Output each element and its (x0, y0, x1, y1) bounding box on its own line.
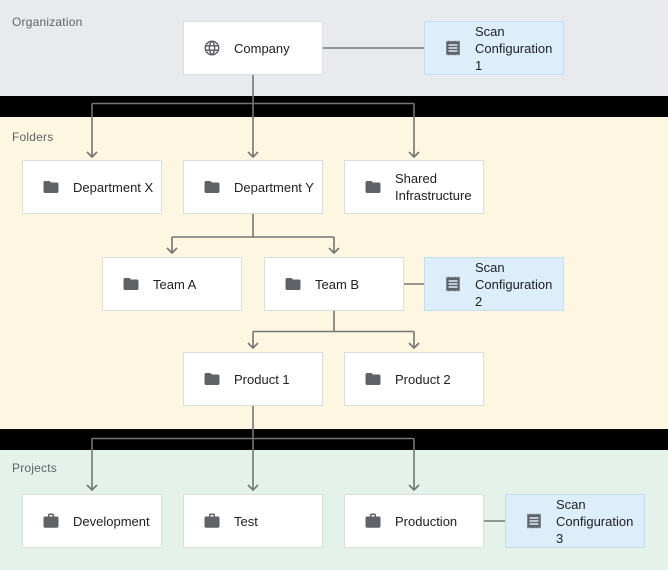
node-test: Test (183, 494, 323, 548)
node-scan-configuration-1: Scan Configuration 1 (424, 21, 564, 75)
node-label: Test (234, 513, 258, 529)
node-development: Development (22, 494, 162, 548)
node-label: Development (73, 513, 150, 529)
folder-icon (364, 370, 382, 388)
node-label: Team B (315, 276, 360, 292)
node-scan-configuration-2: Scan Configuration 2 (424, 257, 564, 311)
node-label: Scan Configuration 3 (556, 496, 634, 546)
receipt-icon (444, 275, 462, 293)
node-shared-infrastructure: Shared Infrastructure (344, 160, 484, 214)
folder-icon (364, 178, 382, 196)
node-company: Company (183, 21, 323, 75)
node-label: Department Y (234, 179, 314, 195)
node-label: Scan Configuration 1 (475, 23, 553, 73)
node-scan-configuration-3: Scan Configuration 3 (505, 494, 645, 548)
briefcase-icon (203, 512, 221, 530)
briefcase-icon (364, 512, 382, 530)
organization-section-label: Organization (12, 15, 83, 29)
section-divider (0, 96, 668, 117)
node-label: Shared Infrastructure (395, 171, 472, 203)
section-divider (0, 429, 668, 450)
node-team-b: Team B (264, 257, 404, 311)
node-department-y: Department Y (183, 160, 323, 214)
folder-icon (284, 275, 302, 293)
briefcase-icon (42, 512, 60, 530)
node-label: Product 2 (395, 371, 451, 387)
projects-section-label: Projects (12, 461, 57, 475)
node-production: Production (344, 494, 484, 548)
node-label: Scan Configuration 2 (475, 259, 553, 309)
node-team-a: Team A (102, 257, 242, 311)
receipt-icon (444, 39, 462, 57)
folder-icon (203, 370, 221, 388)
node-label: Team A (153, 276, 197, 292)
node-label: Department X (73, 179, 154, 195)
folder-icon (203, 178, 221, 196)
folders-section-label: Folders (12, 130, 54, 144)
node-product-2: Product 2 (344, 352, 484, 406)
folder-icon (122, 275, 140, 293)
node-label: Production (395, 513, 458, 529)
folder-icon (42, 178, 60, 196)
node-department-x: Department X (22, 160, 162, 214)
node-product-1: Product 1 (183, 352, 323, 406)
receipt-icon (525, 512, 543, 530)
globe-icon (203, 39, 221, 57)
organization-section-background (0, 0, 668, 96)
node-label: Product 1 (234, 371, 290, 387)
node-label: Company (234, 40, 290, 56)
